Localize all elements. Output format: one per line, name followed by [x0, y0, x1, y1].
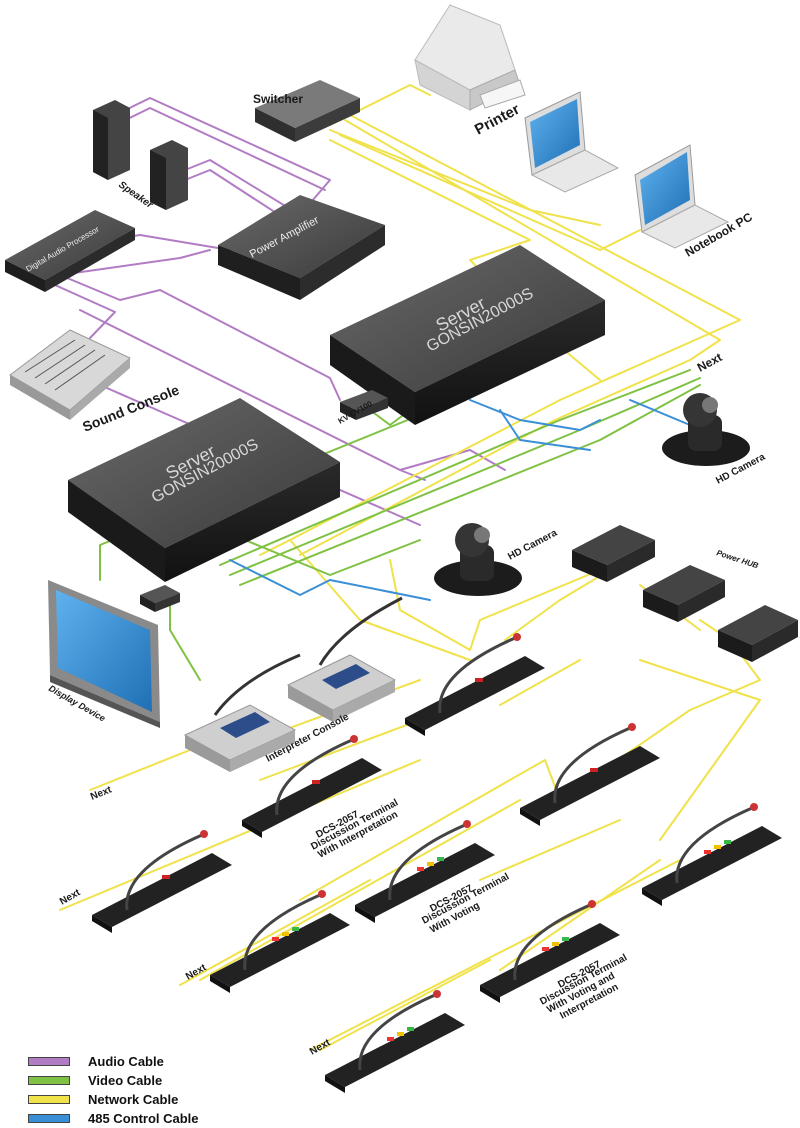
terminal-edge: [210, 975, 230, 993]
mic-tip: [433, 990, 441, 998]
power-hub-3: [718, 605, 798, 662]
speaker-left: [93, 100, 130, 180]
cable-legend: Audio Cable Video Cable Network Cable 48…: [28, 1052, 268, 1128]
gooseneck-mic: [358, 993, 436, 1071]
switcher-device: [255, 80, 360, 142]
discussion-terminal: [92, 830, 232, 933]
control-cable-group: [229, 399, 691, 601]
vote-button: [714, 845, 721, 849]
kv-converter-device: [340, 390, 388, 420]
digital-audio-processor-device: [5, 210, 135, 292]
terminal-base: [520, 746, 660, 820]
legend-label-audio: Audio Cable: [88, 1054, 164, 1069]
vote-button: [387, 1037, 394, 1041]
mic-tip: [588, 900, 596, 908]
interpreter-console-right: [286, 596, 403, 722]
legend-swatch-audio: [28, 1057, 70, 1066]
hd-camera-right-device: [662, 393, 750, 466]
gooseneck-mic: [243, 893, 321, 971]
speak-button: [312, 780, 320, 784]
power-hub-1: [572, 525, 655, 582]
vote-button: [397, 1032, 404, 1036]
terminal-base: [405, 656, 545, 730]
terminal-edge: [480, 985, 500, 1003]
discussion-terminal: [520, 723, 660, 826]
legend-label-control: 485 Control Cable: [88, 1111, 199, 1126]
printer-device: [414, 4, 526, 111]
vote-button: [282, 932, 289, 936]
vote-button: [542, 947, 549, 951]
mic-tip: [318, 890, 326, 898]
terminal-edge: [520, 808, 540, 826]
legend-swatch-network: [28, 1095, 70, 1104]
terminal-edge: [92, 915, 112, 933]
terminal-edge: [325, 1075, 345, 1093]
mic-tip: [750, 803, 758, 811]
vote-button: [724, 840, 731, 844]
legend-swatch-control: [28, 1114, 70, 1123]
display-device: [48, 580, 160, 728]
legend-item-control: 485 Control Cable: [28, 1109, 268, 1128]
legend-label-network: Network Cable: [88, 1092, 179, 1107]
power-hub-2: [643, 565, 725, 622]
vote-button: [562, 937, 569, 941]
terminal-edge: [405, 718, 425, 736]
interpreter-console-left: [183, 653, 301, 772]
server-top-device: [330, 245, 605, 425]
power-amplifier-device: [218, 195, 385, 300]
legend-item-network: Network Cable: [28, 1090, 268, 1109]
legend-item-video: Video Cable: [28, 1071, 268, 1090]
mic-tip: [200, 830, 208, 838]
gooseneck-mic: [388, 823, 466, 901]
speak-button: [475, 678, 483, 682]
terminal-edge: [355, 905, 375, 923]
terminal-base: [242, 758, 382, 832]
mic-tip: [513, 633, 521, 641]
vote-button: [437, 857, 444, 861]
gooseneck-mic: [275, 738, 353, 816]
mic-tip: [463, 820, 471, 828]
gooseneck-mic: [553, 726, 631, 804]
discussion-terminal: [325, 990, 465, 1093]
speak-button: [162, 875, 170, 879]
gooseneck-mic: [125, 833, 203, 911]
speak-button: [590, 768, 598, 772]
server-bottom-device: [68, 398, 340, 582]
notebook-pc-top: [524, 91, 620, 193]
mic-tip: [350, 735, 358, 743]
discussion-terminal: [242, 735, 382, 838]
gooseneck-mic: [675, 806, 753, 884]
terminal-base: [92, 853, 232, 927]
hd-camera-center-device: [434, 523, 522, 596]
legend-swatch-video: [28, 1076, 70, 1085]
terminal-edge: [642, 888, 662, 906]
vote-button: [417, 867, 424, 871]
discussion-terminal: [210, 890, 350, 993]
legend-label-video: Video Cable: [88, 1073, 163, 1088]
terminal-edge: [242, 820, 262, 838]
terminal-base: [480, 923, 620, 997]
vote-button: [272, 937, 279, 941]
vote-button: [704, 850, 711, 854]
discussion-terminal: [355, 820, 495, 923]
gooseneck-mic: [438, 636, 516, 714]
mic-tip: [628, 723, 636, 731]
vote-button: [427, 862, 434, 866]
vote-button: [552, 942, 559, 946]
vote-button: [407, 1027, 414, 1031]
sound-console-device: [9, 329, 131, 420]
notebook-pc-bottom: [634, 144, 730, 249]
vote-button: [292, 927, 299, 931]
kv-converter-small-device: [140, 585, 180, 612]
gooseneck-mic: [513, 903, 591, 981]
discussion-terminal: [642, 803, 782, 906]
speaker-right: [150, 140, 188, 210]
legend-item-audio: Audio Cable: [28, 1052, 268, 1071]
discussion-terminal: [405, 633, 545, 736]
terminal-base: [210, 913, 350, 987]
terminal-base: [325, 1013, 465, 1087]
discussion-terminal: [480, 900, 620, 1003]
